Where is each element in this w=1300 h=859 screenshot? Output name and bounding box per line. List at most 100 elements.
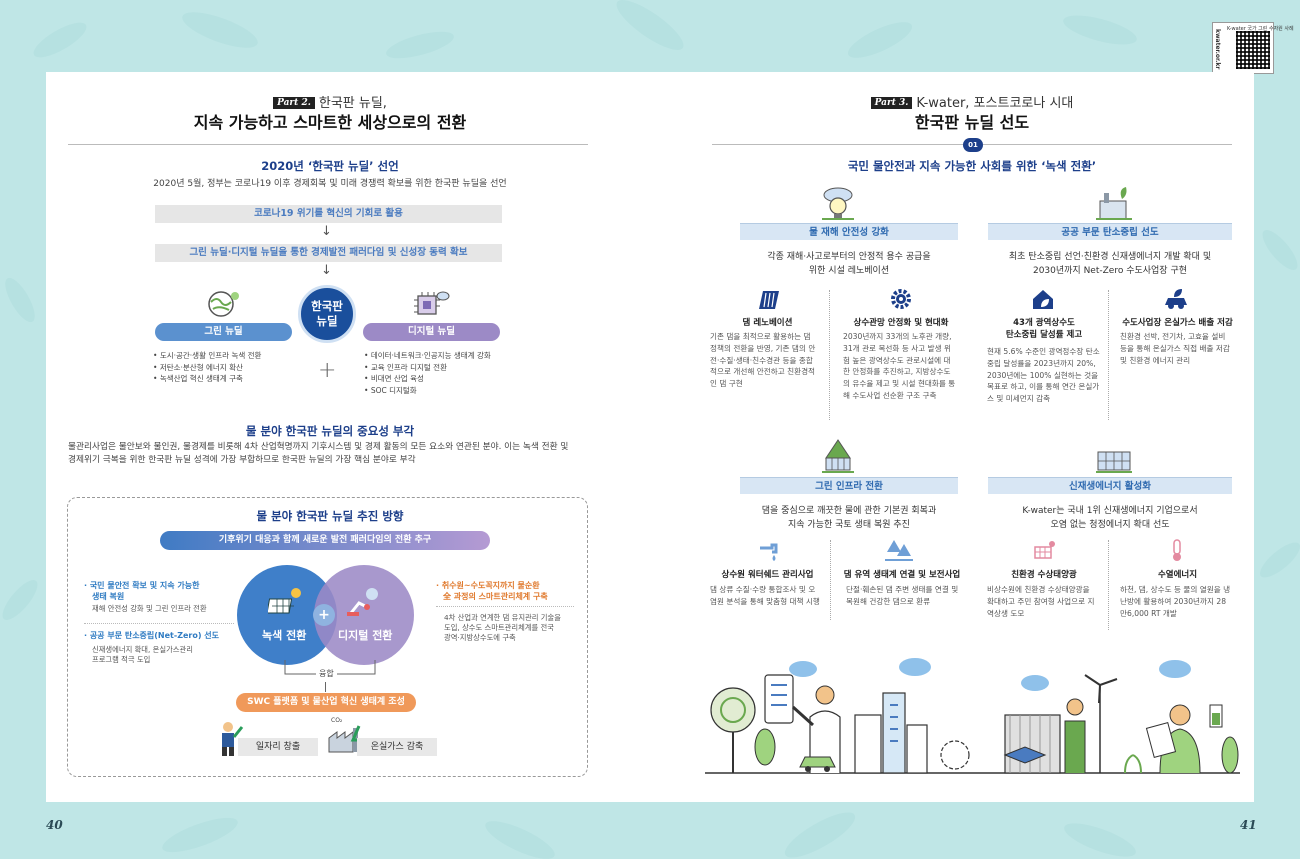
korean-newdeal-circle: 한국판 뉴딜: [298, 285, 356, 343]
qr-caption: K-water 국가 그린 수자원 사례: [1227, 26, 1294, 32]
list-item: 비대면 산업 육성: [364, 373, 514, 385]
cat2-desc-1: 최초 탄소중립 선언·친환경 신재생에너지 개발 확대 및: [1008, 252, 1212, 262]
cat4-desc: K-water는 국내 1위 신재생에너지 기업으로서 오염 없는 청정에너지 …: [988, 505, 1232, 533]
korean-newdeal-label: 한국판 뉴딜: [311, 299, 343, 328]
forest-panel-icon: [822, 439, 854, 473]
venn-plus-icon: +: [313, 604, 335, 626]
cat3-item1-body: 댐 상류 수질·수량 통합조사 및 오 염원 분석을 통해 맞춤형 대책 시행: [710, 584, 828, 608]
green-newdeal-list: 도시·공간·생활 인프라 녹색 전환 저탄소·분산형 에너지 확산 녹색산업 혁…: [153, 350, 303, 385]
left-page-title: 지속 가능하고 스마트한 세상으로의 전환: [193, 113, 467, 132]
left-part-line: Part 2.한국판 뉴딜,: [70, 92, 590, 111]
cat4-bar: 신재생에너지 활성화: [988, 477, 1232, 494]
right-point-sub-1: 4차 산업과 연계한 댐 유지관리 기술을: [444, 613, 561, 622]
green-city-illustration: [705, 658, 1240, 774]
cat4-item1-body: 비상수원에 친환경 수상태양광을 확대하고 주민 참여형 사업으로 지 역상생 …: [987, 584, 1101, 619]
cat1-bar: 물 재해 안전성 강화: [740, 223, 958, 240]
cat4-desc-1: K-water는 국내 1위 신재생에너지 기업으로서: [1022, 506, 1198, 516]
chip-cloud-icon: [414, 291, 450, 315]
cat2-desc-2: 2030년까지 Net-Zero 수도사업장 구현: [1032, 265, 1188, 276]
venn-green-label: 녹색 전환: [262, 629, 307, 642]
right-page-title: 한국판 뉴딜 선도: [914, 113, 1030, 132]
body-line: 목표로 하고, 이를 통해 연간 온실가: [987, 382, 1100, 392]
body-line: 스 및 미세먼지 감축: [987, 394, 1051, 404]
body-line: 단절·훼손된 댐 주변 생태를 연결 및: [846, 585, 959, 594]
body-line: 및 친환경 에너지 관리: [1120, 355, 1191, 365]
list-item: 저탄소·분산형 에너지 확산: [153, 362, 303, 374]
right-part-tag: Part 3.: [870, 97, 913, 109]
cat1-item1-title: 댐 레노베이션: [742, 318, 793, 328]
body-line: 친환경 선박, 전기차, 고효율 설비: [1120, 332, 1226, 341]
body-line: 역상생 도모: [987, 608, 1025, 618]
right-point-sub: 4차 산업과 연계한 댐 유지관리 기술을 도입, 상수도 스마트관리체계를 전…: [444, 613, 589, 644]
separator: [829, 290, 830, 420]
green-newdeal-pill: 그린 뉴딜: [155, 323, 292, 341]
sec1-bar2: 그린 뉴딜·디지털 뉴딜을 통한 경제발전 패러다임 및 신성장 동력 확보: [155, 244, 502, 262]
right-point-sub-3: 광역·지방상수도에 구축: [444, 633, 516, 643]
cat4-item1-title: 친환경 수상태양광: [1011, 570, 1077, 580]
list-item: 데이터·네트워크·인공지능 생태계 강화: [364, 350, 514, 362]
cat4-item2-body: 하천, 댐, 상수도 등 물의 열원을 냉 난방에 활용하여 2030년까지 2…: [1120, 584, 1234, 619]
cat2-bar: 공공 부문 탄소중립 선도: [988, 223, 1232, 240]
cat2-desc: 최초 탄소중립 선언·친환경 신재생에너지 개발 확대 및 2030년까지 Ne…: [988, 251, 1232, 279]
left-part-tag: Part 2.: [273, 97, 315, 109]
solar-farm-icon: [1096, 451, 1132, 473]
body-line: 인 댐 구현: [710, 379, 743, 389]
cat4-item2-title: 수열에너지: [1157, 570, 1198, 580]
house-leaf-icon: [1033, 290, 1053, 309]
sec2-title: 물 분야 한국판 뉴딜의 중요성 부각: [245, 424, 415, 438]
cat3-desc: 댐을 중심으로 깨끗한 물에 관한 기본권 회복과 지속 가능한 국토 생태 복…: [740, 505, 958, 533]
qr-side-text: kwater.or.kr: [1214, 29, 1221, 70]
qr-code[interactable]: kwater.or.kr K-water 국가 그린 수자원 사례: [1212, 22, 1294, 74]
body-line: 해 수도사업 선순환 구조 구축: [843, 390, 937, 400]
right-part-subtitle: K-water, 포스트코로나 시대: [916, 96, 1074, 111]
cat3-bar: 그린 인프라 전환: [740, 477, 958, 494]
dam-icon: [759, 291, 779, 309]
list-item: 녹색산업 혁신 생태계 구축: [153, 373, 303, 385]
body-line: 한 안정화를 추진하고, 지방상수도: [843, 367, 951, 377]
factory-plant-icon: [1096, 187, 1132, 220]
sec1-bar1: 코로나19 위기를 혁신의 기회로 활용: [155, 205, 502, 223]
co2-label: CO₂: [331, 717, 343, 724]
sec3-title: 물 분야 한국판 뉴딜 추진 방향: [256, 509, 404, 523]
cat2-item1-title: 43개 광역상수도 탄소중립 달성률 제고: [985, 318, 1103, 342]
cat1-item2-body: 2030년까지 33개의 노후관 개량, 31개 관로 복선화 등 사고 발생 …: [843, 331, 963, 402]
body-line: 전·수질·생태·친수경관 등을 종합: [710, 355, 813, 365]
cat2-item1-body: 현재 5.6% 수준인 광역정수장 탄소 중립 달성률을 2023년까지 20%…: [987, 346, 1101, 405]
sec1-desc: 2020년 5월, 정부는 코로나19 이후 경제회복 및 미래 경쟁력 확보를…: [153, 179, 507, 189]
down-arrow-icon: ↓: [321, 263, 332, 278]
body-line: 난방에 활용하여 2030년까지 28: [1120, 596, 1227, 606]
right-headline: 국민 물안전과 지속 가능한 사회를 위한 ‘녹색 전환’: [847, 159, 1097, 173]
body-line: 2030년에는 100% 실현하는 것을: [987, 370, 1099, 380]
thermometer-icon: [1173, 539, 1181, 561]
left-part-subtitle: 한국판 뉴딜,: [318, 96, 387, 111]
list-item: 도시·공간·생활 인프라 녹색 전환: [153, 350, 303, 362]
body-line: 정책의 전환을 반영, 기존 댐의 안: [710, 343, 816, 353]
body-line: 염원 분석을 통해 맞춤형 대책 시행: [710, 596, 820, 606]
solar-panel-icon: [268, 588, 301, 614]
cat3-item2-title: 댐 유역 생태계 연결 및 보전사업: [843, 570, 961, 580]
body-line: 의 유수율 제고 및 시설 현대화를 통: [843, 379, 956, 389]
cat3-desc-2: 지속 가능한 국토 생태 복원 추진: [788, 519, 910, 530]
body-line: 2030년까지 33개의 노후관 개량,: [843, 332, 952, 341]
list-item: SOC 디지털화: [364, 385, 514, 397]
body-line: 기존 댐을 최적으로 활용하는 댐: [710, 332, 811, 341]
section-number-badge: 01: [963, 138, 983, 152]
list-item: 교육 인프라 디지털 전환: [364, 362, 514, 374]
digital-newdeal-list: 데이터·네트워크·인공지능 생태계 강화 교육 인프라 디지털 전환 비대면 산…: [364, 350, 514, 397]
page-number-left: 40: [46, 818, 63, 832]
separator: [830, 540, 831, 620]
gear-icon: [891, 289, 911, 309]
left-point-2-sub-1: 신재생에너지 확대, 온실가스관리: [92, 645, 193, 654]
cat1-desc-1: 각종 재해·사고로부터의 안정적 용수 공급을: [767, 252, 931, 262]
cat1-desc: 각종 재해·사고로부터의 안정적 용수 공급을 위한 시설 레노베이션: [740, 251, 958, 279]
separator: [1108, 540, 1109, 630]
cat2-item2-title: 수도사업장 온실가스 배출 저감: [1122, 318, 1233, 328]
car-leaf-icon: [1165, 289, 1187, 309]
globe-tree-icon: [208, 291, 239, 317]
down-arrow-icon: ↓: [321, 224, 332, 239]
cat3-item1-title: 상수원 워터쉐드 관리사업: [721, 570, 814, 580]
worker-icon: [222, 722, 244, 756]
body-line: 비상수원에 친환경 수상태양광을: [987, 585, 1090, 594]
left-point-1-sub: 재해 안전성 강화 및 그린 인프라 전환: [92, 604, 207, 613]
